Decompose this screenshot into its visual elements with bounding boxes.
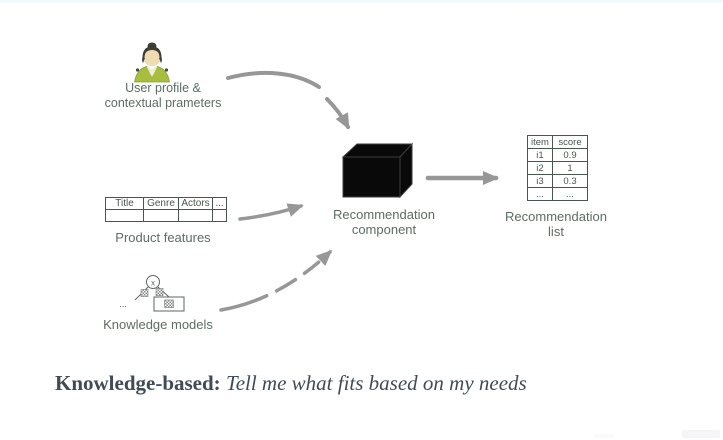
score-cell: 0.9 xyxy=(552,148,588,162)
item-cell: i1 xyxy=(527,148,553,162)
decision-tree-icon: x ... xyxy=(119,275,185,312)
empty-cell xyxy=(105,209,144,222)
product-features-table: Title Genre Actors ... xyxy=(105,197,227,222)
item-cell: i2 xyxy=(527,161,553,175)
header-cell: ... xyxy=(212,197,227,210)
item-cell: ... xyxy=(527,187,553,201)
header-cell: Genre xyxy=(143,197,179,210)
recommendation-list-header-row: item score xyxy=(527,135,588,149)
list-label-line1: Recommendation xyxy=(505,209,607,224)
arrow-knowledge-to-component xyxy=(219,249,333,312)
score-cell: ... xyxy=(552,187,588,201)
caption-term: Knowledge-based: xyxy=(55,371,221,395)
header-cell: item xyxy=(527,135,553,149)
table-row: i3 0.3 xyxy=(527,174,588,188)
component-label-line2: component xyxy=(351,222,417,237)
arrow-user-to-component xyxy=(226,70,350,130)
table-row: i2 1 xyxy=(527,161,588,175)
arrow-products-to-component xyxy=(238,203,304,221)
empty-cell xyxy=(178,209,213,222)
empty-cell xyxy=(143,209,179,222)
bottom-artifact xyxy=(682,430,720,438)
user-input-label-line1: User profile & xyxy=(125,81,201,95)
header-cell: Title xyxy=(105,197,144,210)
slide-caption: Knowledge-based: Tell me what fits based… xyxy=(55,371,675,396)
table-row: ... ... xyxy=(527,187,588,201)
caption-definition: Tell me what fits based on my needs xyxy=(225,371,527,395)
bottom-artifact xyxy=(594,434,614,438)
product-features-label: Product features xyxy=(115,230,211,245)
score-cell: 0.3 xyxy=(552,174,588,188)
score-cell: 1 xyxy=(552,161,588,175)
product-features-header-row: Title Genre Actors ... xyxy=(105,197,227,210)
header-cell: Actors xyxy=(178,197,213,210)
black-box-icon xyxy=(341,142,414,199)
header-cell: score xyxy=(552,135,588,149)
table-row: i1 0.9 xyxy=(527,148,588,162)
recommendation-component-label: Recommendation component xyxy=(314,207,454,237)
user-input-label-line2: contextual prameters xyxy=(104,96,222,110)
tree-root-symbol: x xyxy=(151,279,155,288)
knowledge-models-label: Knowledge models xyxy=(103,317,213,332)
product-features-empty-row xyxy=(105,209,227,222)
slide-top-border xyxy=(0,0,723,3)
item-cell: i3 xyxy=(527,174,553,188)
tree-left-leaf: ... xyxy=(119,299,127,309)
user-input-label: User profile & contextual prameters xyxy=(88,81,238,111)
empty-cell xyxy=(212,209,227,222)
recommendation-list-label: Recommendation list xyxy=(486,209,626,239)
recommendation-list-table: item score i1 0.9 i2 1 i3 0.3 ... ... xyxy=(527,135,588,201)
user-person-icon xyxy=(134,42,170,83)
component-label-line1: Recommendation xyxy=(333,207,435,222)
list-label-line2: list xyxy=(548,224,564,239)
